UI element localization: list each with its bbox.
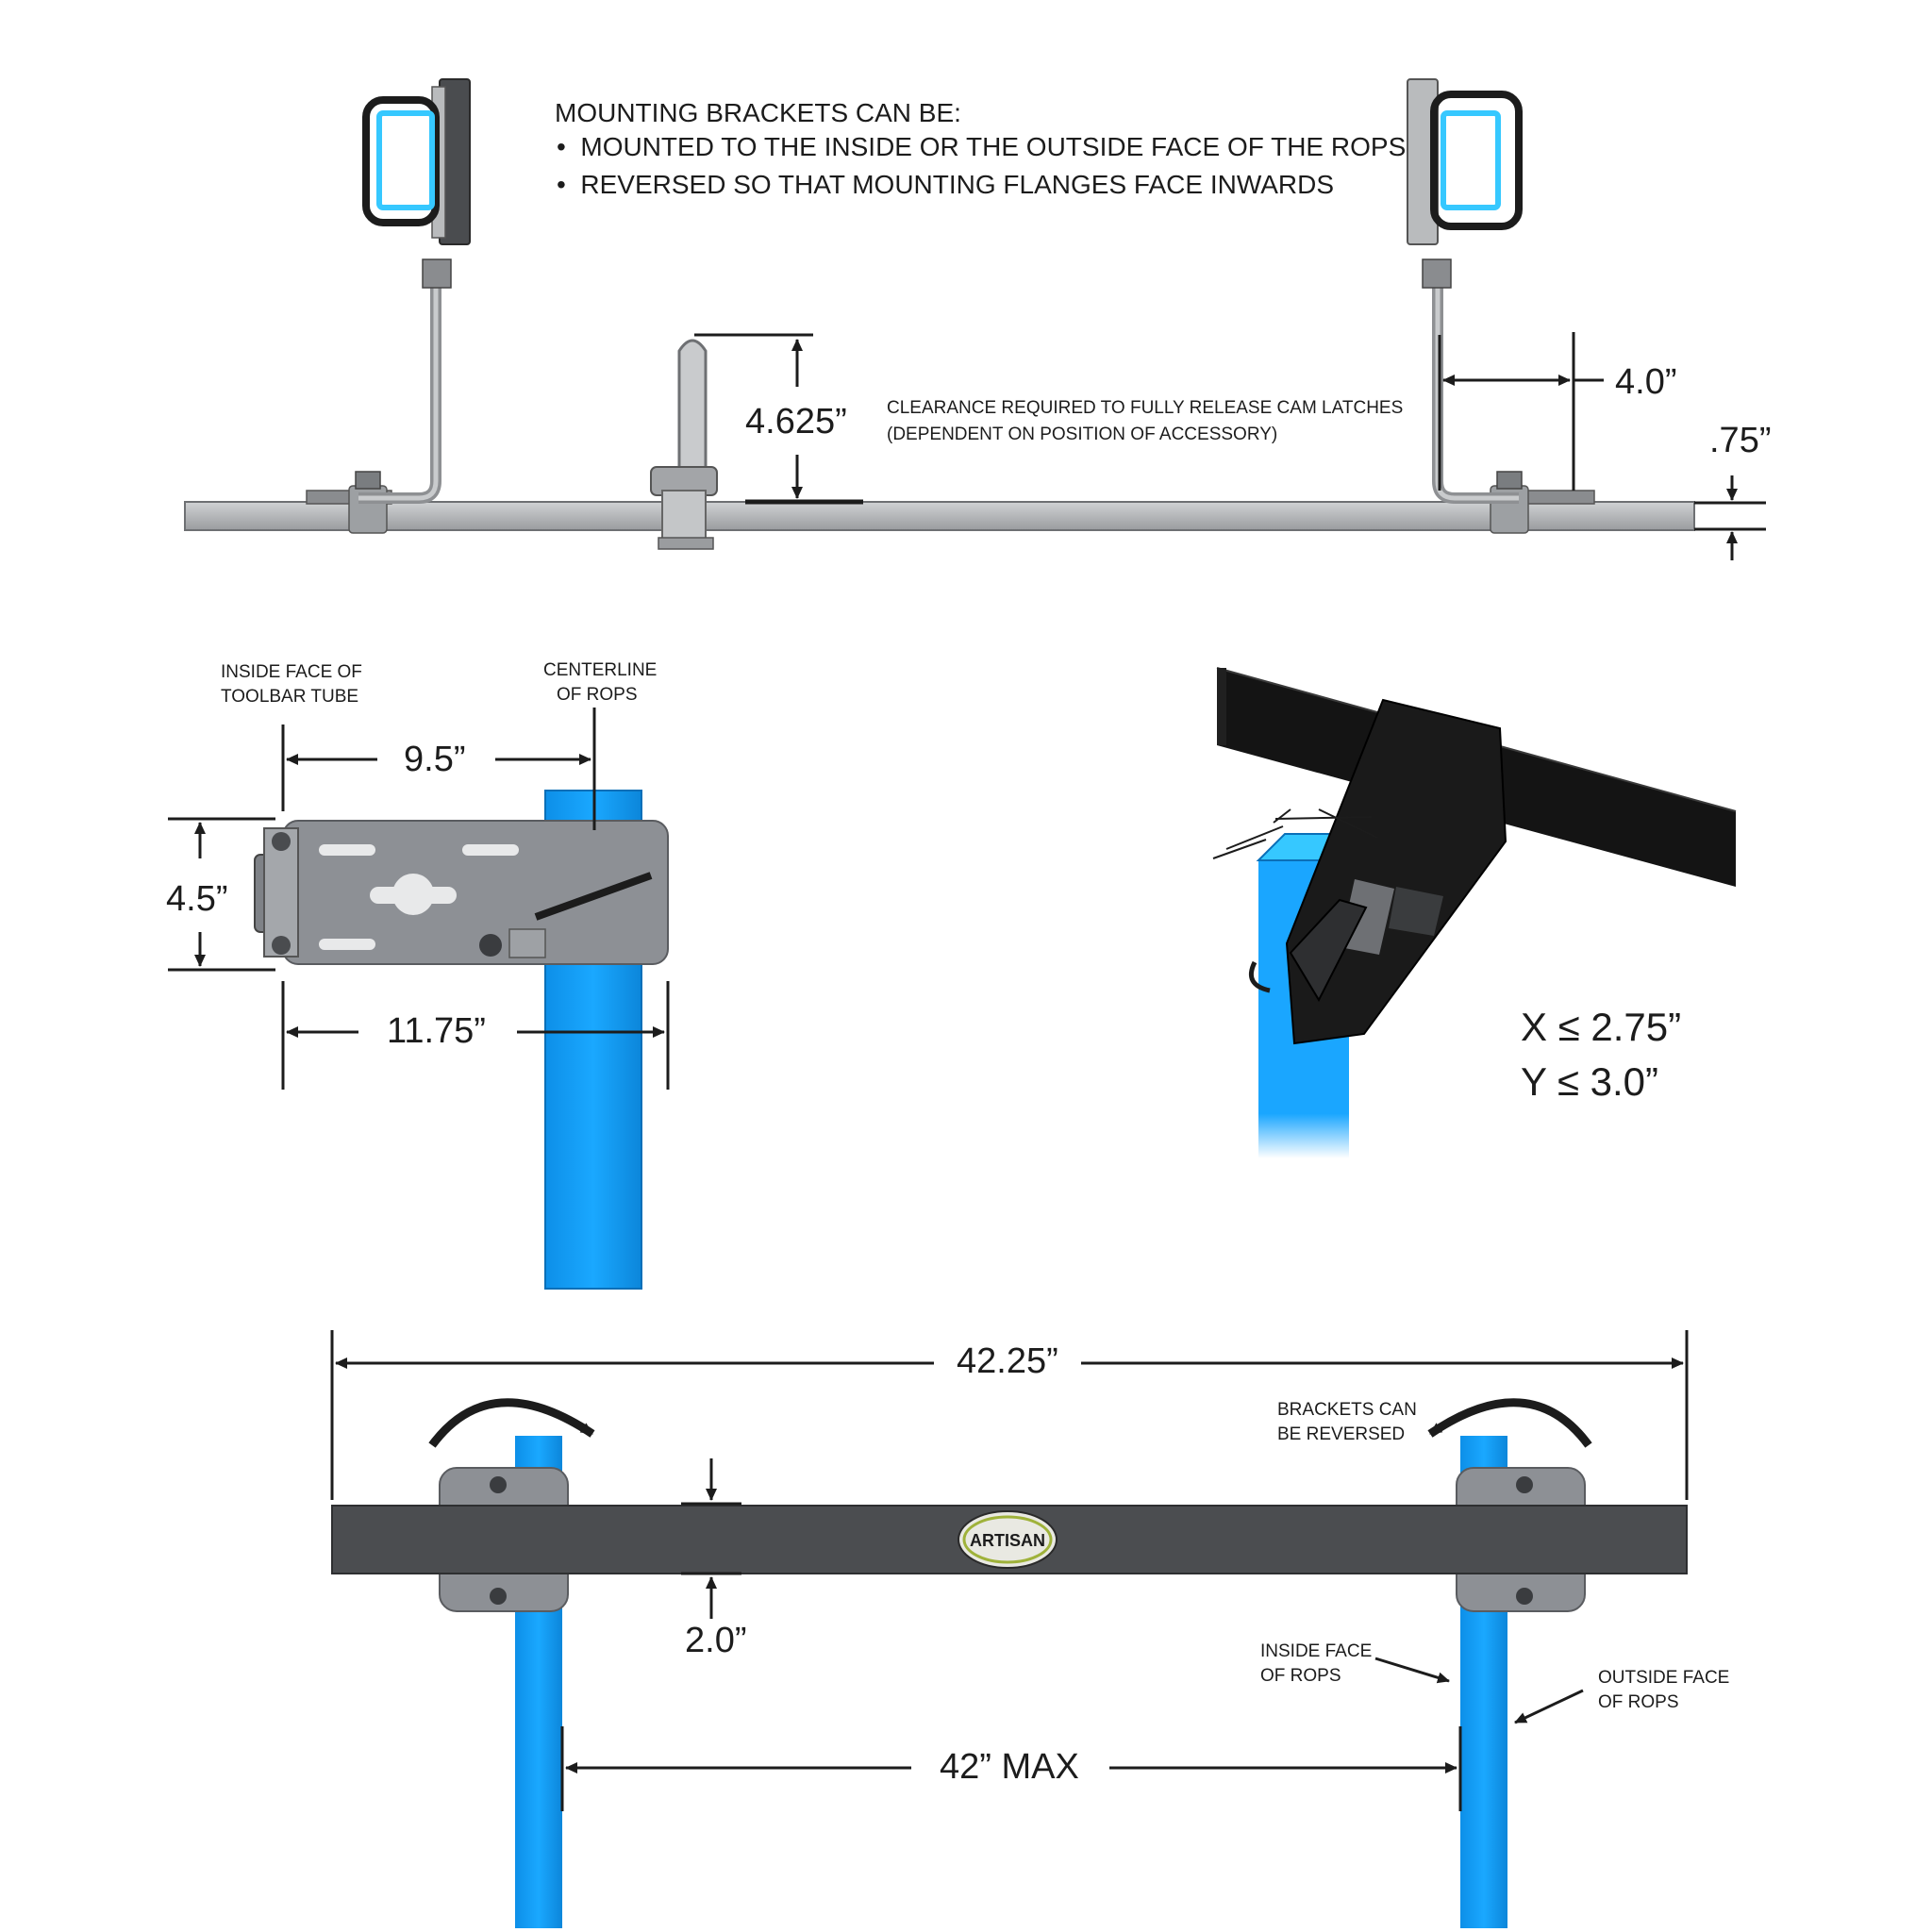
notes-item-2-text: REVERSED SO THAT MOUNTING FLANGES FACE I… — [580, 170, 1335, 199]
dim-overall-width-label: 11.75” — [387, 1011, 486, 1051]
iso-view — [1212, 667, 1737, 1158]
notes-item-1-text: MOUNTED TO THE INSIDE OR THE OUTSIDE FAC… — [580, 132, 1407, 161]
dim-overall-width — [281, 981, 670, 1090]
centerline-label-line1: CENTERLINE — [543, 660, 658, 680]
logo-text: ARTISAN — [970, 1531, 1045, 1550]
inside-face-label-line1: INSIDE FACE OF — [221, 662, 362, 682]
tube-height-dimension — [681, 1458, 741, 1619]
clearance-dimension — [694, 333, 863, 505]
clearance-note-line1: CLEARANCE REQUIRED TO FULLY RELEASE CAM … — [887, 398, 1404, 418]
inside-face-rops-line2: OF ROPS — [1260, 1666, 1341, 1686]
cam-latch — [650, 339, 718, 550]
overall-width-label: 42.25” — [957, 1341, 1058, 1381]
curved-arrow-icon — [428, 1398, 595, 1448]
top-view — [184, 78, 1766, 560]
dim-height — [168, 817, 275, 972]
thickness-dimension — [1694, 475, 1766, 560]
side-strap — [534, 872, 653, 921]
brackets-note-line1: BRACKETS CAN — [1277, 1400, 1417, 1420]
offset-dimension-label: 4.0” — [1615, 362, 1677, 402]
thickness-dimension-label: .75” — [1709, 421, 1772, 460]
notes-heading: MOUNTING BRACKETS CAN BE: — [555, 98, 961, 127]
side-view — [168, 708, 670, 1290]
outside-face-leader — [1514, 1689, 1584, 1724]
rops-spacing-label: 42” MAX — [940, 1747, 1079, 1787]
right-bracket — [1407, 78, 1595, 534]
overall-width-dimension — [330, 1330, 1689, 1500]
front-view: ARTISAN — [330, 1330, 1689, 1928]
side-bracket-plate — [254, 820, 669, 965]
offset-dimension — [1438, 332, 1604, 491]
dim-height-label: 4.5” — [166, 879, 228, 919]
clearance-dimension-label: 4.625” — [745, 402, 847, 441]
rops-spacing-dimension — [560, 1726, 1462, 1811]
brackets-note-line2: BE REVERSED — [1277, 1424, 1406, 1444]
dim-to-centerline — [281, 708, 596, 830]
clearance-note-line2: (DEPENDENT ON POSITION OF ACCESSORY) — [887, 425, 1278, 444]
curved-arrow-icon — [1427, 1398, 1592, 1448]
outside-face-rops-line1: OUTSIDE FACE — [1598, 1668, 1730, 1688]
outside-face-rops-line2: OF ROPS — [1598, 1692, 1679, 1712]
inside-face-rops-line1: INSIDE FACE — [1260, 1641, 1373, 1661]
tube-height-label: 2.0” — [685, 1621, 747, 1660]
centerline-label-line2: OF ROPS — [557, 685, 638, 705]
left-bracket — [306, 78, 471, 534]
notes-item-2: • REVERSED SO THAT MOUNTING FLANGES FACE… — [557, 170, 1335, 199]
constraint-x: X ≤ 2.75” — [1521, 1005, 1682, 1049]
toolbar-tube-side — [184, 501, 1695, 531]
inside-face-leader — [1374, 1657, 1450, 1684]
constraint-y: Y ≤ 3.0” — [1521, 1059, 1659, 1104]
notes-item-1: • MOUNTED TO THE INSIDE OR THE OUTSIDE F… — [557, 132, 1407, 161]
artisan-logo-icon: ARTISAN — [958, 1510, 1058, 1569]
inside-face-label-line2: TOOLBAR TUBE — [221, 687, 359, 707]
dim-to-centerline-label: 9.5” — [404, 740, 466, 779]
